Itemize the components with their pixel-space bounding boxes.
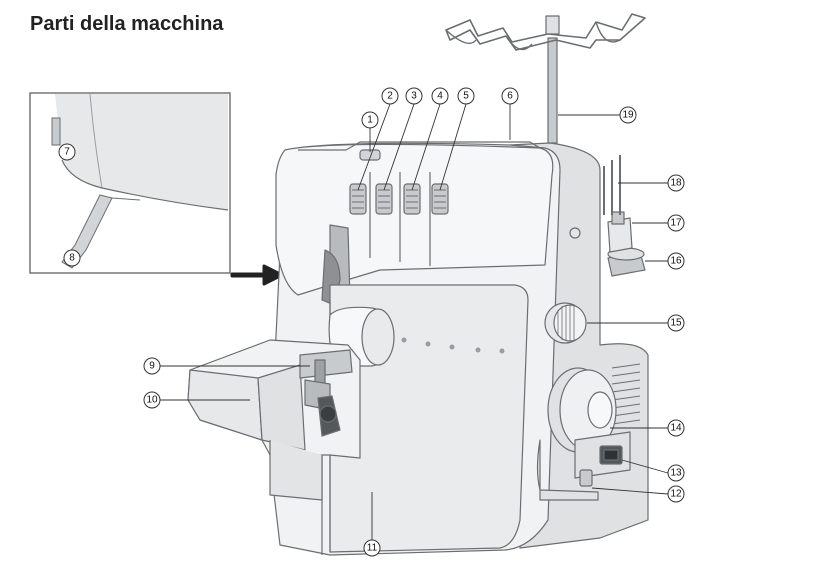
pointer-arrow [230, 264, 284, 286]
thread-stand [445, 13, 646, 144]
callout-13: 13 [667, 464, 685, 482]
sewing-machine [187, 13, 649, 556]
vents [611, 363, 641, 425]
callout-1: 1 [361, 111, 379, 129]
callout-8: 8 [69, 253, 75, 264]
callout-7: 7 [64, 147, 70, 158]
callout-label: 1 [367, 115, 373, 126]
callout-label: 12 [670, 489, 682, 500]
callout-label: 17 [670, 218, 682, 229]
inset-detail [29, 92, 231, 274]
callout-10: 10 [143, 391, 161, 409]
spool-holder [603, 155, 646, 277]
indicator-dots [401, 337, 505, 354]
presser-foot [299, 349, 353, 437]
callout-5: 5 [457, 87, 475, 105]
callout-label: 2 [387, 91, 393, 102]
callout-label: 16 [670, 256, 682, 267]
callout-16: 16 [667, 252, 685, 270]
callout-label: 5 [463, 91, 469, 102]
callout-19: 19 [619, 106, 637, 124]
handwheel [547, 367, 617, 453]
callout-12: 12 [667, 485, 685, 503]
leader-lines [160, 103, 669, 540]
callout-label: 3 [411, 91, 417, 102]
callout-9: 9 [143, 357, 161, 375]
callout-15: 15 [667, 314, 685, 332]
callout-label: 19 [622, 110, 634, 121]
callout-label: 15 [670, 318, 682, 329]
callout-label: 4 [437, 91, 443, 102]
page-title: Parti della macchina [30, 13, 224, 35]
callout-label: 14 [670, 423, 682, 434]
callout-6: 6 [501, 87, 519, 105]
tension-dials [349, 149, 449, 215]
callout-label: 7 [64, 147, 70, 158]
callout-label: 6 [507, 91, 513, 102]
callout-2: 2 [381, 87, 399, 105]
callout-label: 11 [367, 543, 378, 554]
callout-3: 3 [405, 87, 423, 105]
stitch-length-dial [544, 302, 587, 344]
callout-label: 9 [149, 361, 155, 372]
callout-markers: 1 2 3 4 5 6 7 8 9 10 11 12 13 14 15 16 1… [64, 87, 685, 557]
callout-14: 14 [667, 419, 685, 437]
callout-label: 8 [69, 253, 75, 264]
callout-17: 17 [667, 214, 685, 232]
callout-label: 13 [670, 468, 682, 479]
callout-label: 18 [670, 178, 682, 189]
callout-11: 11 [363, 539, 381, 557]
callout-label: 10 [146, 395, 158, 406]
callout-4: 4 [431, 87, 449, 105]
callout-18: 18 [667, 174, 685, 192]
power-panel [574, 431, 631, 487]
